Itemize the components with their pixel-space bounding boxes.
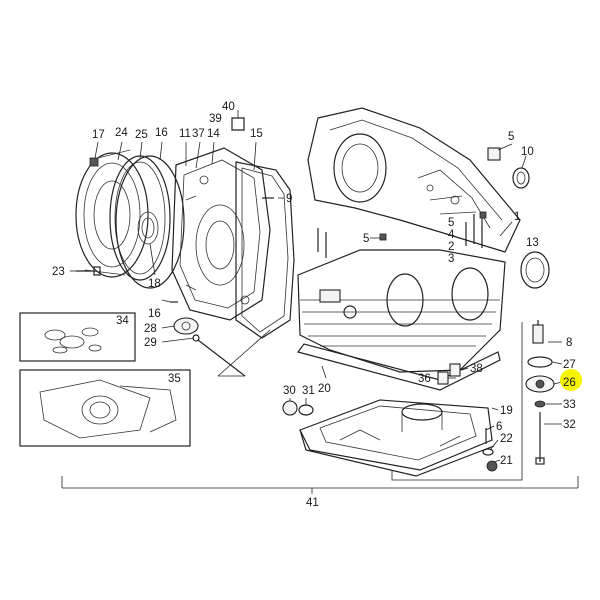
label-36: 36 [418,373,431,385]
label-19: 19 [500,405,513,417]
label-40: 40 [222,101,235,113]
label-32: 32 [563,419,576,431]
label-35: 35 [168,373,181,385]
leader-lines [70,141,563,463]
label-15: 15 [250,128,263,140]
cover-16 [115,155,185,289]
label-13: 13 [526,237,539,249]
label-39: 39 [209,113,222,125]
washer-22 [482,448,494,456]
sensor-8 [532,320,544,344]
label-14: 14 [207,128,220,140]
gasket-oilpan [296,343,501,391]
seal-13 [520,251,550,289]
part-labels: 40 39 17 24 25 16 11 37 14 15 9 5 10 1 5… [52,101,576,509]
timing-cover [171,147,271,321]
label-37: 37 [192,128,205,140]
kit-box-35 [19,369,191,447]
plug-38 [449,363,461,377]
label-2: 2 [448,241,454,253]
label-16b: 16 [148,308,161,320]
label-38: 38 [470,363,483,375]
plug-17 [89,157,99,167]
label-31: 31 [302,385,315,397]
pipe-29 [192,334,246,377]
label-25: 25 [135,129,148,141]
label-4: 4 [448,229,455,241]
label-17: 17 [92,129,105,141]
bushing-5 [487,147,501,161]
label-28: 28 [144,323,157,335]
label-33: 33 [563,399,576,411]
oil-pan-19 [299,399,495,477]
label-8: 8 [566,337,572,349]
crankcase-upper-1 [307,107,521,253]
washer-33 [534,400,546,408]
label-20: 20 [318,383,331,395]
label-34: 34 [116,315,129,327]
seal-10 [512,167,530,189]
label-5c: 5 [448,217,454,229]
label-23: 23 [52,266,65,278]
kit-box-34 [19,312,136,362]
label-26: 26 [563,377,576,389]
label-22: 22 [500,433,513,445]
label-18: 18 [148,278,161,290]
label-16: 16 [155,127,168,139]
label-41: 41 [306,497,319,509]
label-5a: 5 [508,131,514,143]
flange-26 [525,375,555,393]
oring-27 [527,356,553,368]
crankcase-lower-20 [297,249,506,373]
screw-23 [76,266,101,276]
bracket-right [391,322,523,481]
label-5b: 5 [363,233,369,245]
breather-28 [173,317,199,335]
label-27: 27 [563,359,576,371]
label-3: 3 [448,253,454,265]
plug-21 [486,460,498,472]
gasket-15 [235,161,295,339]
label-9: 9 [286,193,292,205]
label-10: 10 [521,146,534,158]
label-29: 29 [144,337,157,349]
rear-cover-24 [75,149,149,278]
highlight-marker [560,369,582,391]
washer-31 [298,404,314,416]
bolt-40 [231,110,245,131]
studs [317,211,487,258]
label-24: 24 [115,127,128,139]
plug-30 [282,400,298,416]
label-21: 21 [500,455,513,467]
rod-32 [535,412,545,465]
label-6: 6 [496,421,502,433]
label-11: 11 [179,128,191,140]
label-1: 1 [514,211,520,223]
plug-36 [437,371,449,385]
bracket-41 [61,476,579,494]
label-30: 30 [283,385,296,397]
